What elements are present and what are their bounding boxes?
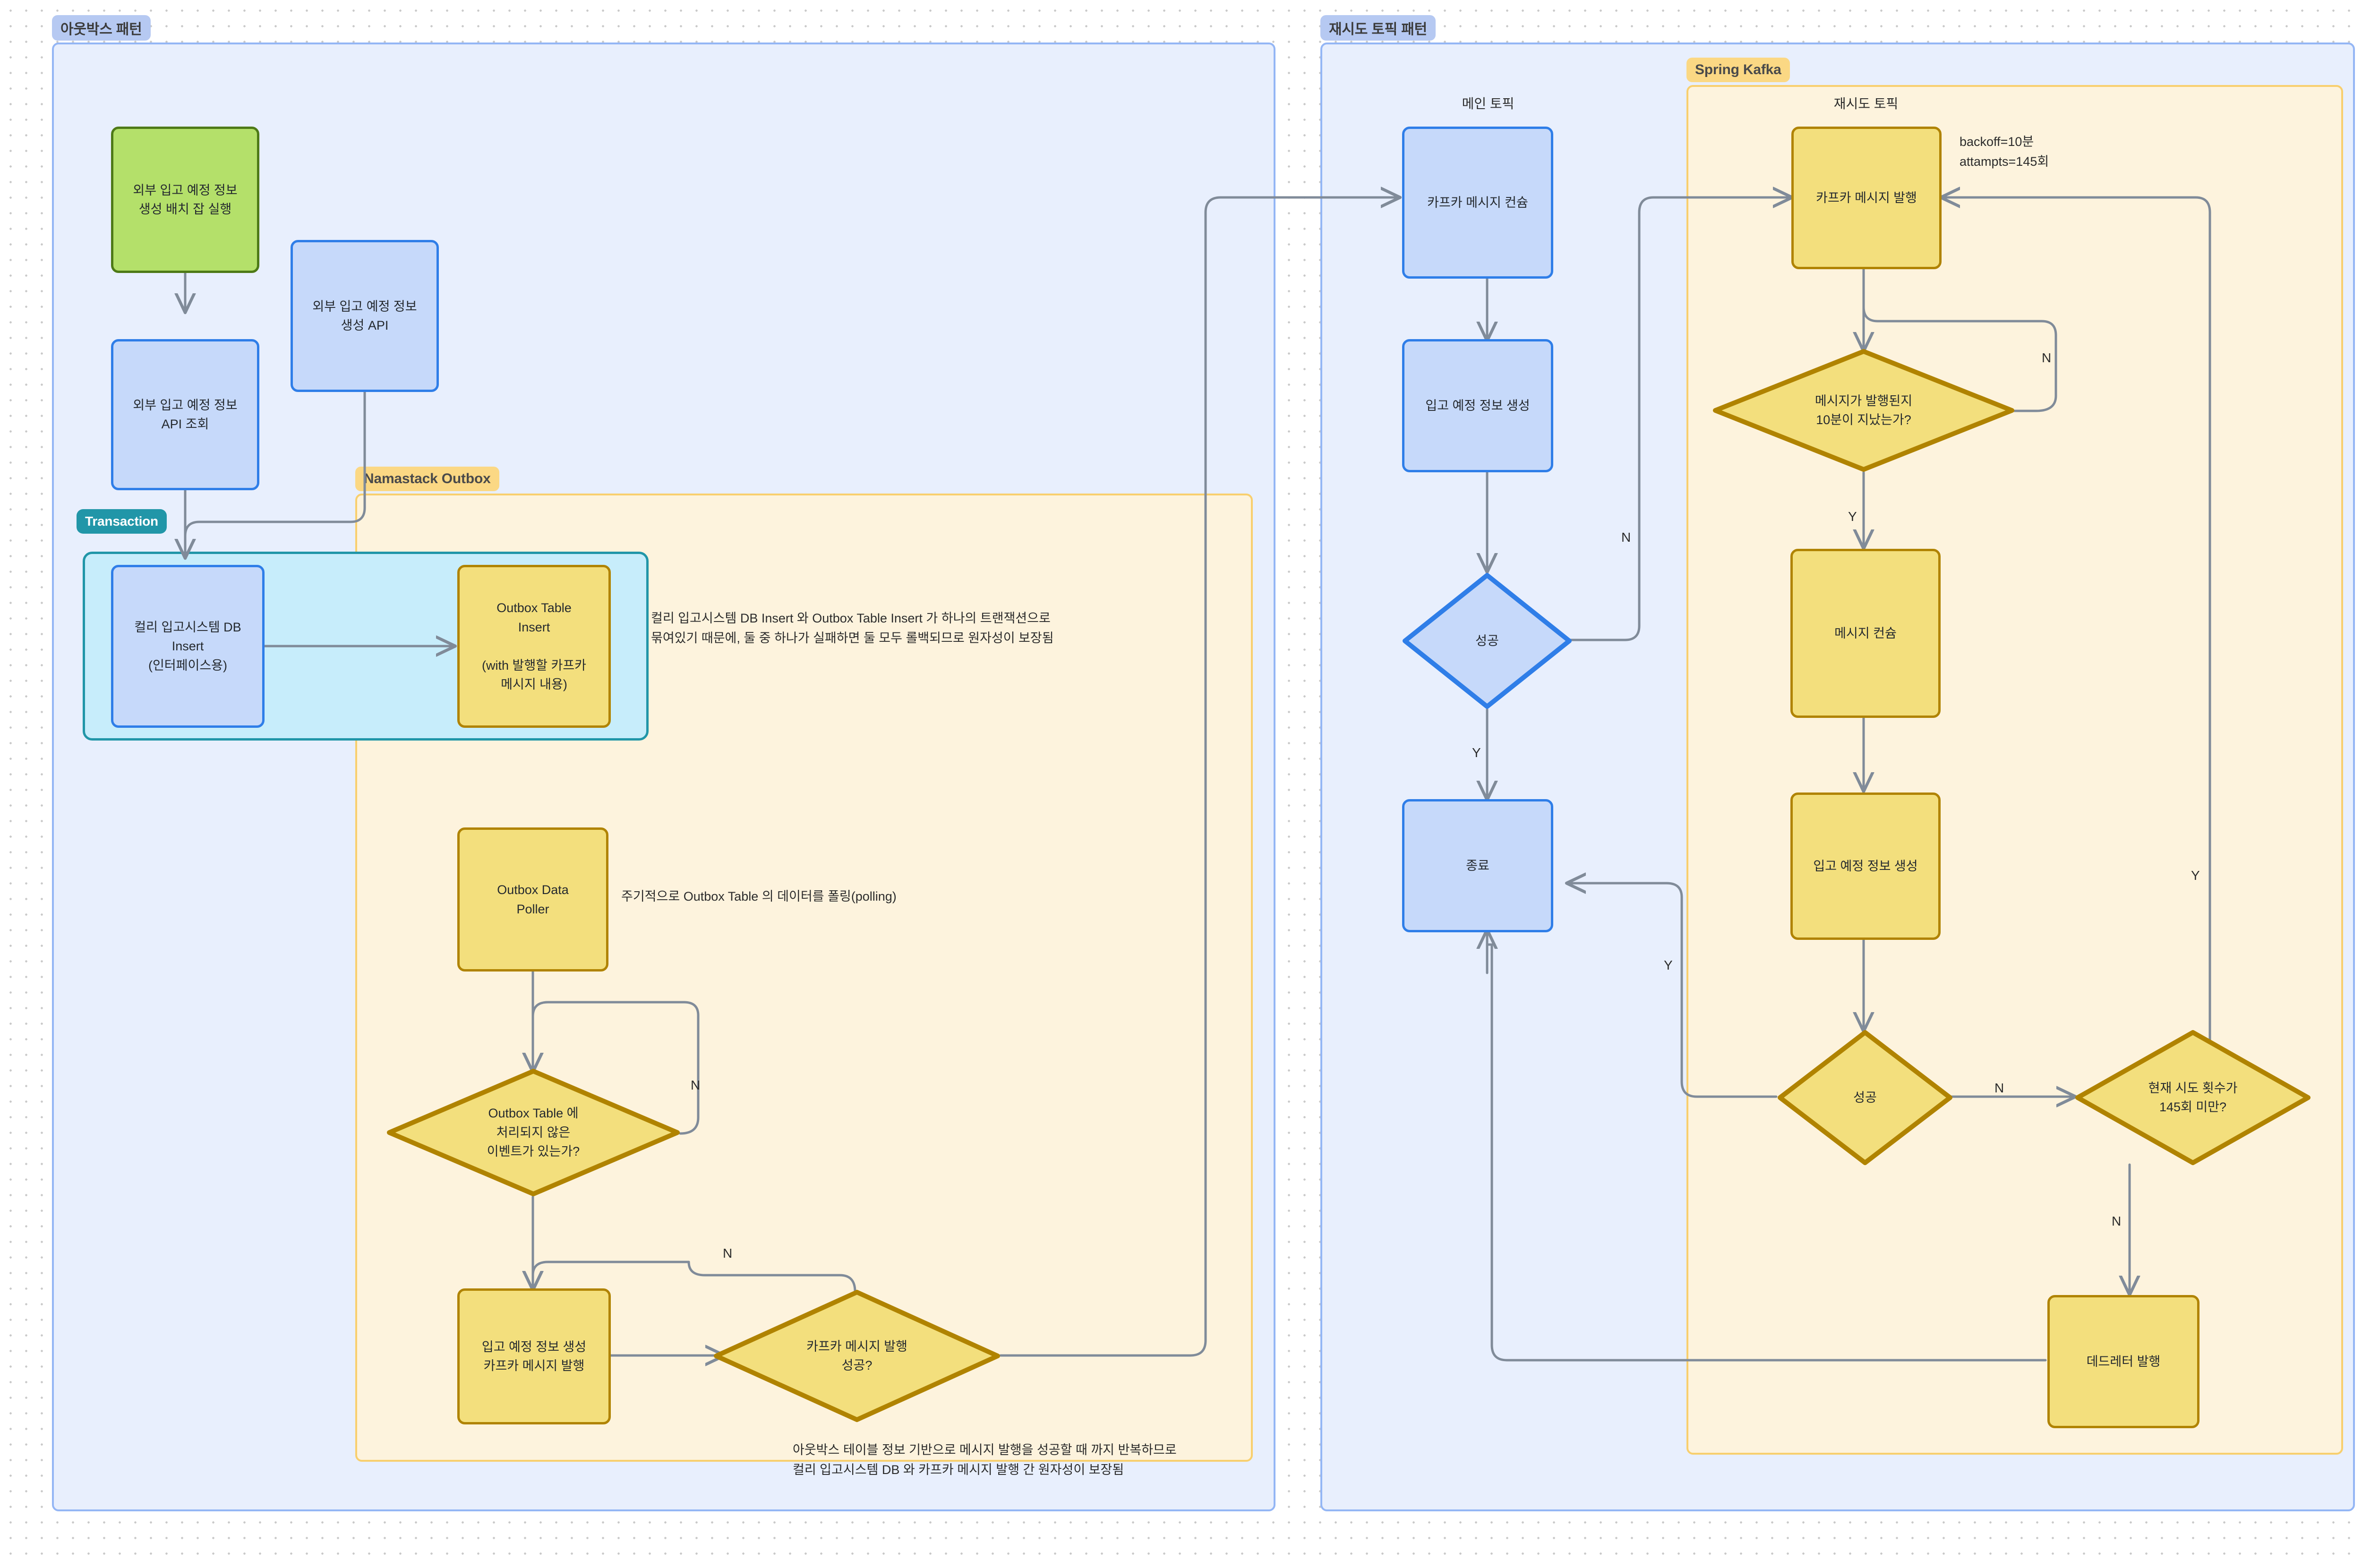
node-publish-kafka-message[interactable]: 입고 예정 정보 생성 카프카 메시지 발행	[457, 1288, 611, 1424]
node-attempts-under-limit[interactable]: 현재 시도 횟수가 145회 미만?	[2075, 1030, 2311, 1166]
edge-label-publish-retry-n: N	[723, 1246, 733, 1261]
edge-label-retry-success-n: N	[1994, 1081, 2004, 1095]
group-tab-retry-topic-pattern-label: 재시도 토픽 패턴	[1329, 22, 1428, 37]
node-outbox-data-poller[interactable]: Outbox Data Poller	[457, 827, 608, 971]
node-outbox-table-insert[interactable]: Outbox Table Insert (with 발행할 카프카 메시지 내용…	[457, 565, 611, 728]
node-dead-letter-publish[interactable]: 데드레터 발행	[2047, 1295, 2199, 1428]
node-create-inbound-info-retry[interactable]: 입고 예정 정보 생성	[1790, 793, 1941, 940]
edge-label-attempts-y: Y	[2191, 868, 2200, 883]
diamond-shape	[1713, 349, 2014, 472]
node-consume-message-retry[interactable]: 메시지 컨슘	[1790, 549, 1941, 718]
edge-label-main-success-y: Y	[1472, 745, 1481, 760]
node-api-query[interactable]: 외부 입고 예정 정보 API 조회	[111, 339, 259, 490]
edge-label-retry-timer-y: Y	[1848, 509, 1857, 524]
node-success-retry[interactable]: 성공	[1777, 1030, 1953, 1166]
edge-label-main-success-n: N	[1621, 530, 1631, 545]
edge-label-retry-success-y: Y	[1664, 958, 1673, 972]
note-transaction-atomicity: 컬리 입고시스템 DB Insert 와 Outbox Table Insert…	[651, 611, 1054, 645]
group-tab-transaction: Transaction	[77, 509, 167, 534]
group-spring-kafka	[1686, 85, 2343, 1455]
diamond-shape	[714, 1290, 1000, 1422]
node-db-insert[interactable]: 컬리 입고시스템 DB Insert (인터페이스용)	[111, 565, 265, 728]
node-create-inbound-info-main[interactable]: 입고 예정 정보 생성	[1402, 339, 1553, 472]
node-has-unprocessed-events[interactable]: Outbox Table 에 처리되지 않은 이벤트가 있는가?	[386, 1068, 680, 1197]
node-ten-minutes-passed[interactable]: 메시지가 발행된지 10분이 지났는가?	[1712, 349, 2015, 472]
group-tab-transaction-label: Transaction	[85, 514, 158, 528]
note-polling: 주기적으로 Outbox Table 의 데이터를 폴링(polling)	[621, 889, 897, 903]
node-publish-success[interactable]: 카프카 메시지 발행 성공?	[713, 1289, 1001, 1423]
group-tab-spring-kafka: Spring Kafka	[1686, 58, 1790, 82]
group-tab-outbox-pattern: 아웃박스 패턴	[52, 15, 151, 41]
edge-label-attempts-n: N	[2112, 1214, 2122, 1228]
node-batch-job[interactable]: 외부 입고 예정 정보 생성 배치 잡 실행	[111, 127, 259, 273]
caption-main-topic: 메인 토픽	[1462, 96, 1515, 111]
diamond-shape	[1403, 573, 1572, 709]
edge-label-poller-loop-n: N	[691, 1078, 701, 1092]
node-success-main[interactable]: 성공	[1402, 572, 1572, 709]
node-publish-kafka-message-retry[interactable]: 카프카 메시지 발행	[1791, 127, 1942, 269]
node-consume-kafka-message-main[interactable]: 카프카 메시지 컨슘	[1402, 127, 1553, 279]
node-create-api[interactable]: 외부 입고 예정 정보 생성 API	[291, 240, 439, 392]
edge-label-retry-timer-n: N	[2042, 350, 2052, 365]
diamond-shape	[1778, 1030, 1952, 1165]
group-tab-namastack-outbox: Namastack Outbox	[355, 467, 499, 491]
node-end-main[interactable]: 종료	[1402, 799, 1553, 932]
group-tab-outbox-pattern-label: 아웃박스 패턴	[60, 22, 142, 37]
group-tab-namastack-outbox-label: Namastack Outbox	[364, 471, 491, 486]
note-kafka-config: backoff=10분 attampts=145회	[1960, 135, 2049, 169]
note-outbox-atomicity: 아웃박스 테이블 정보 기반으로 메시지 발행을 성공할 때 까지 반복하므로 …	[793, 1443, 1177, 1477]
diamond-shape	[2075, 1030, 2311, 1165]
group-tab-retry-topic-pattern: 재시도 토픽 패턴	[1320, 15, 1436, 41]
group-tab-spring-kafka-label: Spring Kafka	[1695, 62, 1781, 77]
caption-retry-topic: 재시도 토픽	[1833, 96, 1899, 111]
diamond-shape	[387, 1069, 680, 1196]
